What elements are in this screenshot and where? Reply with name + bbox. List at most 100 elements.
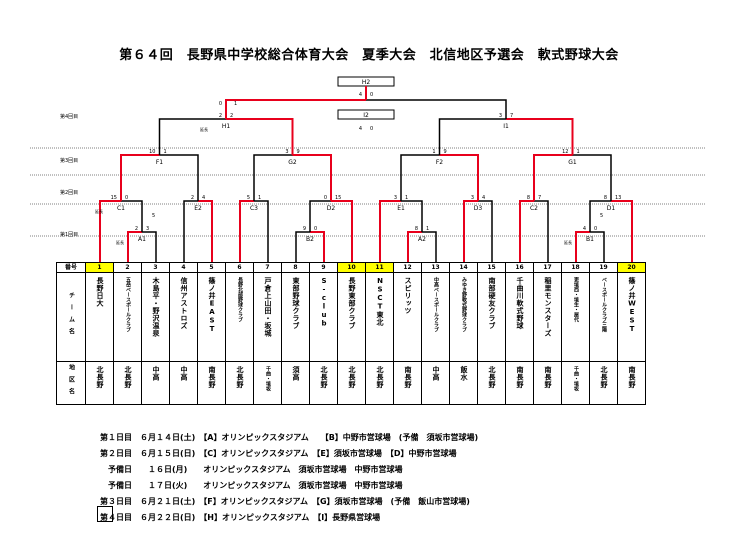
match-score-extra: 5 bbox=[152, 213, 155, 219]
team-name: ベースボールクラブ三陽 bbox=[589, 272, 618, 362]
match-id: D3 bbox=[474, 205, 483, 212]
match-score-right: 4 bbox=[202, 195, 205, 201]
team-district: 北長野 bbox=[113, 361, 142, 405]
match-score-left: 10 bbox=[149, 149, 155, 155]
team-number: 8 bbox=[281, 262, 310, 273]
match-score-right: 0 bbox=[125, 195, 128, 201]
team-number: 1 bbox=[85, 262, 114, 273]
bracket-line bbox=[254, 200, 269, 262]
match-score-extra: 0 bbox=[219, 101, 222, 107]
bracket-line bbox=[401, 200, 423, 232]
team-district: 南長野 bbox=[533, 361, 562, 405]
team-number: 13 bbox=[421, 262, 450, 273]
team-name: 戸倉上山田・坂城 bbox=[253, 272, 282, 362]
bracket-line bbox=[292, 154, 332, 201]
bracket-line bbox=[225, 99, 366, 119]
schedule-line: 第３日目 ６月２１日(土) 【F】オリンピックスタジアム 【G】須坂市営球場 (… bbox=[100, 497, 470, 506]
team-district: 南長野 bbox=[617, 361, 646, 405]
match-id: C3 bbox=[250, 205, 258, 212]
bracket-line bbox=[589, 200, 611, 232]
schedule-line: 第２日目 ６月１５日(日) 【C】オリンピックスタジアム 【E】須坂市営球場 【… bbox=[100, 449, 457, 458]
bracket-line bbox=[366, 99, 507, 119]
match-id: H2 bbox=[362, 79, 371, 86]
match-score-left: 8 bbox=[604, 195, 607, 201]
team-number: 14 bbox=[449, 262, 478, 273]
bracket-line bbox=[400, 154, 440, 201]
match-score-left: 9 bbox=[303, 226, 306, 232]
schedule-line: 予備日 １７日(火) オリンピックスタジアム 須坂市営球場 中野市営球場 bbox=[100, 481, 403, 490]
team-number: 2 bbox=[113, 262, 142, 273]
match-score-extra: 5 bbox=[600, 213, 603, 219]
bracket-line bbox=[506, 118, 574, 155]
match-score-right: 7 bbox=[538, 195, 541, 201]
match-box-i2 bbox=[337, 109, 395, 120]
team-number: 19 bbox=[589, 262, 618, 273]
match-score-left: 3 bbox=[499, 113, 502, 119]
match-score-right: 0 bbox=[594, 226, 597, 232]
match-score-left: 3 bbox=[394, 195, 397, 201]
number-header: 番号 bbox=[56, 262, 86, 273]
team-district: 北長野 bbox=[589, 361, 618, 405]
match-score-right: 9 bbox=[444, 149, 447, 155]
team-district: 千曲・埴坂 bbox=[253, 361, 282, 405]
round-label: 第4回目 bbox=[60, 113, 78, 120]
match-score-left: 3 bbox=[471, 195, 474, 201]
extra-inning-note: 延長 bbox=[200, 126, 208, 132]
match-score-extra: 1 bbox=[234, 101, 237, 107]
page-title: 第６４回 長野県中学校総合体育大会 夏季大会 北信地区予選会 軟式野球大会 bbox=[119, 48, 619, 63]
team-name: スピリッツ bbox=[393, 272, 422, 362]
match-score-right: 1 bbox=[577, 149, 580, 155]
bracket-line bbox=[438, 118, 506, 155]
match-score-left: 5 bbox=[247, 195, 250, 201]
team-name: 五岳ベースボールクラブ bbox=[113, 272, 142, 362]
team-district: 北長野 bbox=[85, 361, 114, 405]
schedule: 第１日目 ６月１４日(土) 【A】オリンピックスタジアム 【B】中野市営球場 (… bbox=[100, 430, 478, 526]
team-header: チーム名 bbox=[56, 272, 86, 362]
team-name: 稲里モンスターズ bbox=[533, 272, 562, 362]
match-score-left: 4 bbox=[583, 226, 586, 232]
bracket-line bbox=[407, 231, 422, 262]
team-name: 千曲川軟式野球 bbox=[505, 272, 534, 362]
bracket-line bbox=[590, 231, 605, 262]
team-district: 千曲・埴坂 bbox=[561, 361, 590, 405]
team-district: 北長野 bbox=[337, 361, 366, 405]
bracket-line bbox=[331, 200, 353, 262]
match-id: G2 bbox=[288, 159, 297, 166]
bracket-line bbox=[572, 154, 612, 201]
match-score-left: 8 bbox=[527, 195, 530, 201]
bracket-line bbox=[310, 231, 325, 262]
match-id: B1 bbox=[586, 236, 594, 243]
bracket-line bbox=[422, 231, 437, 262]
team-district: 中高 bbox=[141, 361, 170, 405]
schedule-line: 第１日目 ６月１４日(土) 【A】オリンピックスタジアム 【B】中野市営球場 (… bbox=[100, 433, 479, 442]
team-number: 4 bbox=[169, 262, 198, 273]
team-district: 北長野 bbox=[309, 361, 338, 405]
match-score-right: 3 bbox=[146, 226, 149, 232]
match-score-right: 7 bbox=[510, 113, 513, 119]
match-score-left: 8 bbox=[415, 226, 418, 232]
match-id: D1 bbox=[607, 205, 616, 212]
team-number: 11 bbox=[365, 262, 394, 273]
team-name: 東部野球クラブ bbox=[281, 272, 310, 362]
team-name: 長野日大 bbox=[85, 272, 114, 362]
bracket-line bbox=[239, 200, 254, 262]
team-name: NSCT東北 bbox=[365, 272, 394, 362]
match-id: D2 bbox=[327, 205, 336, 212]
team-number: 9 bbox=[309, 262, 338, 273]
match-id: F1 bbox=[156, 159, 163, 166]
bracket-line bbox=[439, 154, 479, 201]
bracket-line bbox=[478, 200, 493, 262]
match-score-left: 4 bbox=[359, 92, 362, 98]
bracket-line bbox=[379, 200, 401, 262]
match-id: E2 bbox=[194, 205, 202, 212]
team-district: 南長野 bbox=[393, 361, 422, 405]
match-score-right: 15 bbox=[335, 195, 341, 201]
team-district: 飯水 bbox=[449, 361, 478, 405]
team-name: 中高ベースボールクラブ bbox=[421, 272, 450, 362]
match-score-right: 0 bbox=[370, 126, 373, 132]
team-name: 木島平・野沢温泉 bbox=[141, 272, 170, 362]
match-id: G1 bbox=[568, 159, 577, 166]
match-score-left: 12 bbox=[562, 149, 568, 155]
bracket-line bbox=[121, 200, 143, 232]
